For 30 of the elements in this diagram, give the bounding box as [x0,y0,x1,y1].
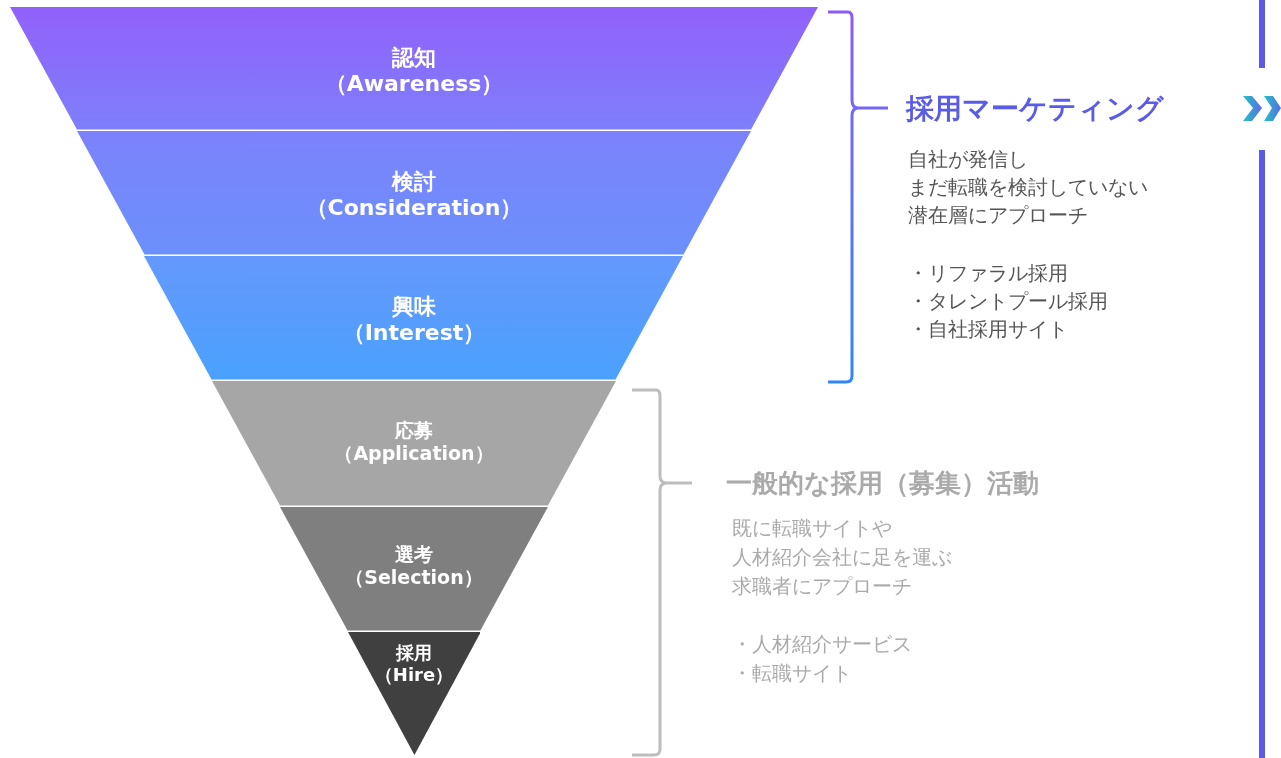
description-text: 潜在層にアプローチ [908,202,1088,229]
section-heading: 採用マーケティング [906,91,1164,127]
segment-label: 認知 [391,45,437,71]
funnel-segment [212,381,616,507]
description-text: まだ転職を検討していない [908,174,1148,201]
segment-label: （Selection） [344,566,484,589]
funnel-segment [76,131,751,256]
segment-label: （Interest） [341,320,487,346]
description-text: 求職者にアプローチ [732,573,912,600]
bullet-item: ・転職サイト [732,660,852,687]
bullet-item: ・人材紹介サービス [732,631,912,658]
funnel-segment [10,7,818,131]
segment-label: 検討 [390,169,437,195]
bullet-item: ・タレントプール採用 [908,288,1108,315]
description-text: 既に転職サイトや [732,515,892,542]
segment-label: （Awareness） [323,71,505,97]
segment-label: （Application） [333,442,495,465]
bullet-item: ・自社採用サイト [908,316,1068,343]
segment-label: 採用 [395,642,433,664]
description-text: 人材紹介会社に足を運ぶ [732,544,952,571]
section-heading: 一般的な採用（募集）活動 [726,467,1039,500]
funnel-segment [347,632,481,755]
description-text: 自社が発信し [908,146,1028,173]
segment-label: （Hire） [373,664,455,686]
segment-label: 興味 [391,294,437,320]
segment-label: 応募 [394,419,434,442]
segment-label: 選考 [394,543,434,566]
segment-label: （Consideration） [304,195,524,221]
bullet-item: ・リファラル採用 [908,260,1068,287]
funnel-segment [144,256,684,381]
